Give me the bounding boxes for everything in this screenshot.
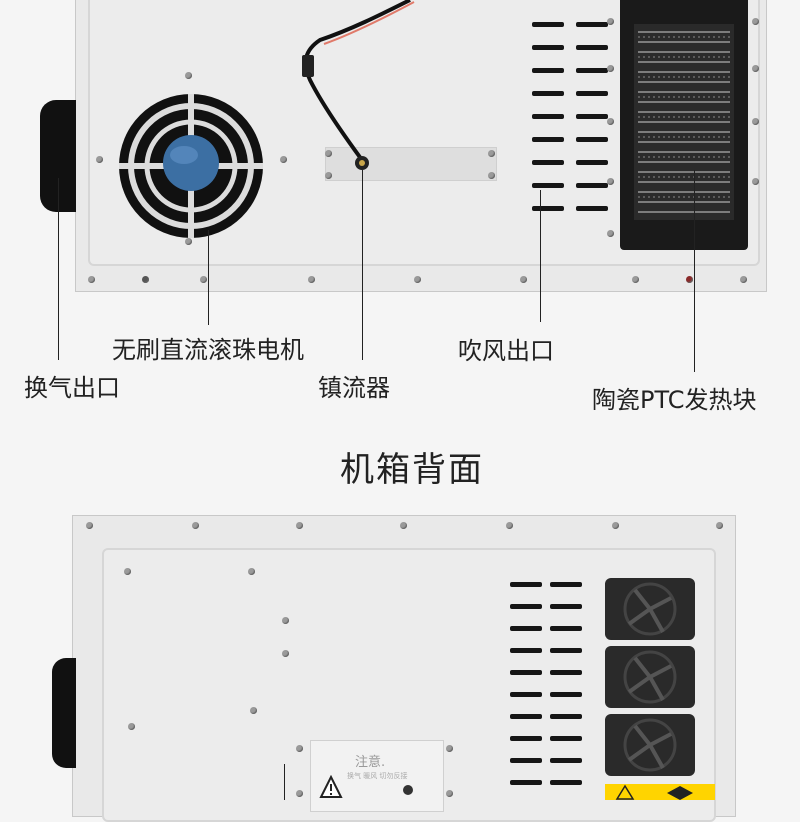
back-fan-1: [605, 578, 695, 640]
fan-icon: [623, 582, 677, 636]
fan-icon: [623, 718, 677, 772]
back-fan-2: [605, 646, 695, 708]
leader-back: [284, 764, 285, 800]
leader-motor: [208, 230, 209, 325]
notice-sticker: 注意. 换气 暖风 切勿反接: [310, 740, 444, 812]
fan-icon: [623, 650, 677, 704]
leader-vent: [58, 178, 59, 360]
back-fan-3: [605, 714, 695, 776]
label-ptc: 陶瓷PTC发热块: [592, 386, 757, 414]
leader-ptc: [694, 170, 695, 372]
notice-dot: [403, 785, 413, 795]
label-outlet: 吹风出口: [458, 337, 554, 365]
ballast-wire: [302, 0, 415, 170]
motor-fan-icon: [119, 94, 263, 238]
label-ballast: 镇流器: [318, 374, 390, 402]
notice-text: 换气 暖风 切勿反接: [347, 772, 408, 780]
leader-ballast: [362, 170, 363, 360]
warning-triangle-icon: [319, 775, 343, 798]
leader-outlet: [540, 190, 541, 322]
ballast-plate: [325, 147, 497, 181]
heater-grille-icon: [634, 24, 734, 220]
section-title: 机箱背面: [340, 450, 484, 490]
warning-triangle-icon: [605, 784, 715, 800]
label-vent: 换气出口: [24, 374, 120, 402]
vent-duct-back: [52, 658, 76, 768]
label-motor: 无刷直流滚珠电机: [112, 336, 304, 364]
notice-title: 注意.: [355, 755, 386, 770]
